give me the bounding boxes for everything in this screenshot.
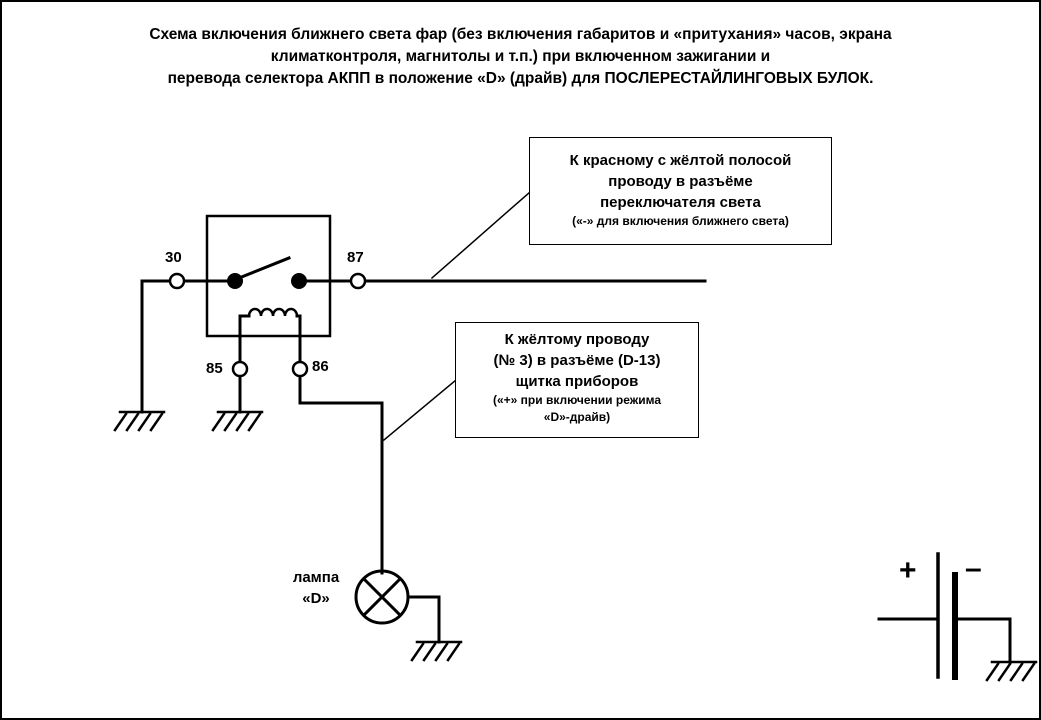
- switch-contact-right-icon: [291, 273, 307, 289]
- terminal-87-icon: [349, 272, 367, 290]
- diagram-title: Схема включения ближнего света фар (без …: [42, 24, 999, 90]
- callout-dashboard: К жёлтому проводу (№ 3) в разъёме (D-13)…: [455, 322, 699, 438]
- callout-light-switch: К красному с жёлтой полосой проводу в ра…: [529, 137, 832, 245]
- callout-dashboard-line-1: К жёлтому проводу: [504, 331, 650, 348]
- pin-30-label: 30: [165, 249, 182, 266]
- battery-wire-right: [955, 617, 1012, 664]
- ground-symbol-pin30: [113, 410, 166, 432]
- lamp-label: лампа «D»: [278, 567, 354, 609]
- lamp-cross-2: [361, 576, 403, 618]
- callout-light-switch-line-1: К красному с жёлтой полосой: [569, 152, 792, 169]
- ground-symbol-lamp: [410, 640, 463, 662]
- callout-dashboard-note-1: («+» при включении режима: [492, 393, 662, 407]
- relay-coil-left-lead: [238, 314, 251, 364]
- pin-87-label: 87: [347, 249, 364, 266]
- relay-switch-arm: [232, 256, 291, 282]
- callout-light-switch-line-3: переключателя света: [600, 194, 761, 211]
- lamp-circle: [354, 569, 410, 625]
- relay-coil-right-lead: [295, 314, 302, 364]
- callout-light-switch-line-2: проводу в разъёме: [608, 173, 753, 190]
- wire-pin86-lamp: [298, 374, 384, 575]
- wire-lamp-ground: [409, 595, 441, 644]
- title-line-1: Схема включения ближнего света фар (без …: [149, 26, 892, 43]
- callout-light-switch-note: («-» для включения ближнего света): [572, 214, 789, 228]
- leader-light-switch: [430, 190, 532, 280]
- callout-dashboard-line-3: щитка приборов: [515, 373, 639, 390]
- lamp-label-line-2: «D»: [302, 590, 330, 607]
- title-line-3: перевода селектора АКПП в положение «D» …: [167, 70, 874, 87]
- pin-85-label: 85: [206, 360, 223, 377]
- leader-dashboard: [382, 378, 458, 442]
- pin-86-label: 86: [312, 358, 329, 375]
- battery-minus-sign: –: [965, 552, 982, 585]
- terminal-30-icon: [168, 272, 186, 290]
- relay-coil-winding: [247, 307, 299, 318]
- terminal-85-icon: [231, 360, 249, 378]
- wire-pin30-ground: [140, 279, 171, 414]
- ground-symbol-pin85: [211, 410, 264, 432]
- terminal-86-icon: [291, 360, 309, 378]
- battery-plus-sign: +: [899, 554, 917, 587]
- callout-dashboard-line-2: (№ 3) в разъёме (D-13): [493, 352, 661, 369]
- callout-dashboard-note-2: «D»-драйв): [543, 410, 611, 424]
- title-line-2: климатконтроля, магнитолы и т.п.) при вк…: [270, 48, 771, 65]
- lamp-label-line-1: лампа: [292, 569, 340, 586]
- switch-contact-left-icon: [227, 273, 243, 289]
- ground-symbol-battery: [985, 660, 1038, 682]
- relay-body: [205, 214, 332, 338]
